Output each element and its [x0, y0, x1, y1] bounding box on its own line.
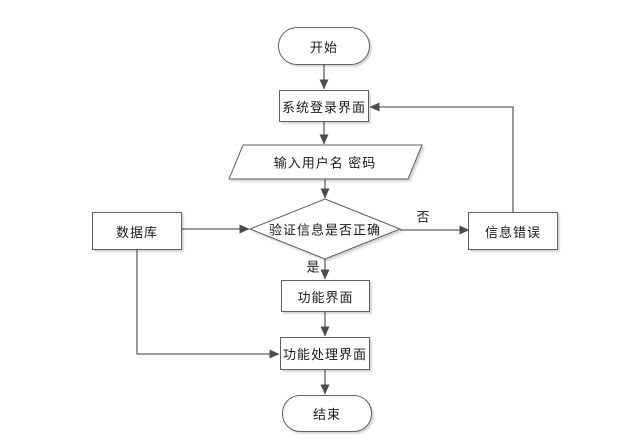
node-function-screen: 功能界面: [281, 280, 370, 312]
node-database-label: 数据库: [115, 224, 158, 240]
edge-label-no: 否: [416, 209, 430, 225]
io-parallelogram-shape: [228, 144, 423, 180]
node-login-screen-label: 系统登录界面: [281, 99, 366, 115]
node-function-process-screen-label: 功能处理界面: [282, 347, 367, 362]
node-login-screen: 系统登录界面: [279, 90, 369, 122]
node-end-label: 结束: [312, 407, 341, 422]
node-database: 数据库: [92, 212, 182, 250]
edge-database-processfunction: [136, 250, 280, 359]
node-info-error-label: 信息错误: [484, 224, 541, 240]
node-decision-label: 验证信息是否正确: [268, 222, 382, 238]
node-input-credentials-label: 输入用户名 密码: [273, 155, 377, 171]
node-function-process-screen: 功能处理界面: [280, 337, 370, 370]
node-function-screen-label: 功能界面: [297, 289, 354, 305]
node-start: 开始: [278, 27, 370, 65]
edge-label-yes: 是: [306, 259, 320, 275]
edge-error-login-feedback: [369, 102, 514, 212]
node-end: 结束: [282, 395, 372, 432]
node-info-error: 信息错误: [468, 212, 558, 250]
node-start-label: 开始: [309, 39, 338, 55]
